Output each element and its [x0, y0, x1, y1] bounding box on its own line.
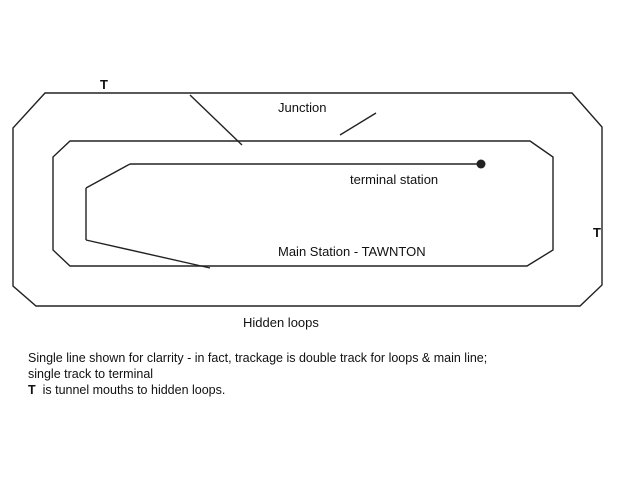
junction-connector-right: [339, 112, 377, 136]
note-line-2: single track to terminal: [28, 367, 154, 381]
outer-hidden-loop-track: [12, 92, 603, 307]
terminal-spur-diagonal: [85, 163, 131, 189]
tunnel-mouth-right-label: T: [593, 225, 601, 240]
legend-tunnel-symbol: T: [28, 383, 36, 397]
inner-main-line-track: [52, 140, 554, 267]
junction-label: Junction: [278, 100, 326, 115]
tunnel-mouth-top-label: T: [100, 77, 108, 92]
terminal-spur-lower-diagonal: [85, 239, 211, 269]
terminal-station-label: terminal station: [350, 172, 438, 187]
hidden-loops-label: Hidden loops: [243, 315, 319, 330]
main-station-label: Main Station - TAWNTON: [278, 244, 426, 259]
explanatory-notes: Single line shown for clarrity - in fact…: [28, 350, 628, 398]
legend-tunnel-text: is tunnel mouths to hidden loops.: [42, 383, 226, 397]
note-line-1: Single line shown for clarrity - in fact…: [28, 351, 488, 365]
terminal-buffer-stop-dot: [476, 159, 486, 169]
junction-connector-left: [189, 94, 243, 146]
note-line-3: T is tunnel mouths to hidden loops.: [28, 382, 628, 398]
